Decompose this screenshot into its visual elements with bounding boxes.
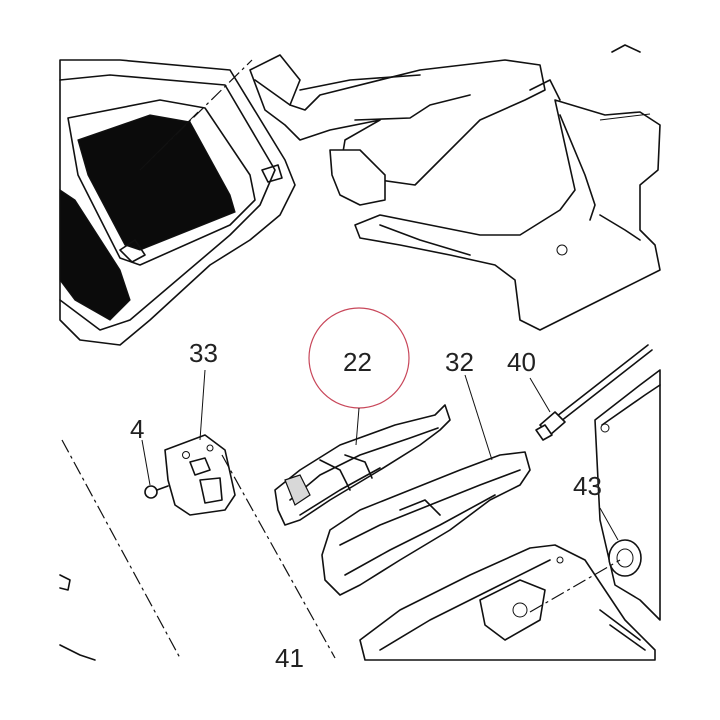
callout-41: 41 <box>275 643 304 673</box>
callout-33: 33 <box>189 338 218 368</box>
guide-line-left <box>61 439 181 659</box>
part-33-bracket <box>164 369 236 516</box>
callout-4: 4 <box>130 414 145 444</box>
callout-32: 32 <box>445 347 474 377</box>
part-32-tray <box>321 374 531 596</box>
edge-fragment <box>611 44 641 53</box>
callout-43: 43 <box>573 471 602 501</box>
guide-line-center <box>221 454 336 659</box>
edge-fragment <box>59 574 71 591</box>
rear-frame-assembly <box>249 54 661 331</box>
part-40-cable-tie <box>529 344 653 441</box>
side-panel <box>594 369 661 621</box>
callout-22: 22 <box>343 347 372 377</box>
housing-assembly <box>359 544 656 661</box>
part-4-screw <box>141 439 169 499</box>
edge-fragment <box>59 644 96 661</box>
part-43-grommet <box>599 507 642 577</box>
part-22-lever <box>274 404 451 526</box>
grass-catcher-frame <box>59 59 296 346</box>
callout-40: 40 <box>507 347 536 377</box>
